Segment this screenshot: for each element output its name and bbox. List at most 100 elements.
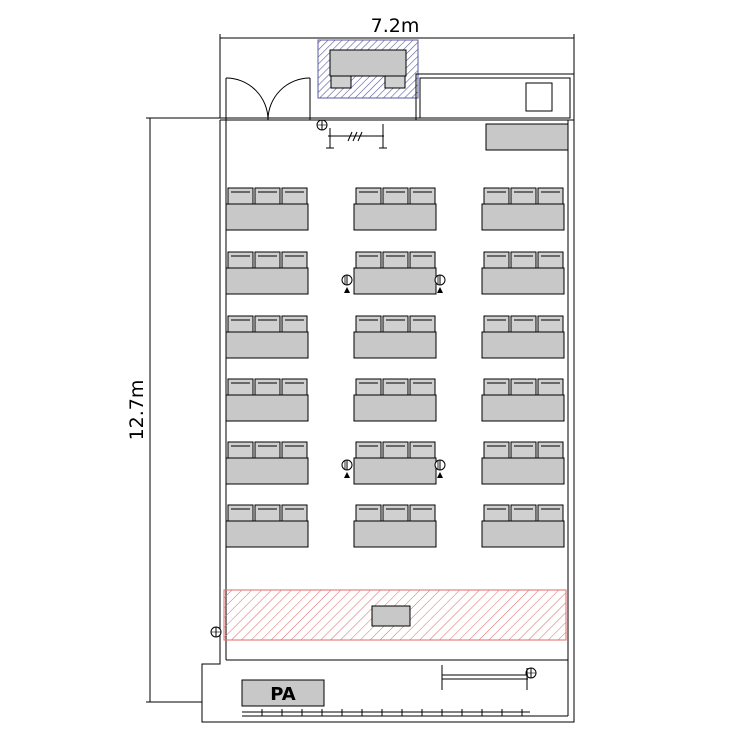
chair [355,441,382,459]
table-set [481,251,565,295]
chair [355,315,382,333]
table-set [481,378,565,422]
table-set [353,441,437,485]
table-set [225,441,309,485]
chair [510,315,537,333]
desk [481,457,565,485]
chair [281,251,308,269]
chair [254,251,281,269]
desk [225,457,309,485]
desk [481,267,565,295]
chair [483,378,510,396]
chair [254,315,281,333]
chair [510,441,537,459]
chair [281,315,308,333]
microphone-icon [434,459,446,478]
table-set [225,187,309,231]
chair [537,315,564,333]
chair [537,378,564,396]
chair [510,504,537,522]
chair [227,315,254,333]
outlet-icon [316,119,328,131]
chair [355,251,382,269]
table-set [353,251,437,295]
chair [409,504,436,522]
chair [227,504,254,522]
screen-stand [326,124,387,149]
chair [254,187,281,205]
table-set [225,504,309,548]
chair [382,378,409,396]
pa-label: PA [270,684,296,705]
stage-area [223,589,567,641]
chair [537,504,564,522]
microphone-icon [434,274,446,293]
table-set [353,378,437,422]
length-label: 12.7m [126,380,148,441]
chair [537,187,564,205]
chair [281,378,308,396]
chair [355,378,382,396]
chair [483,315,510,333]
table-set [353,187,437,231]
desk [353,520,437,548]
chair [382,187,409,205]
chair [510,251,537,269]
desk [481,394,565,422]
chair [254,441,281,459]
table-set [481,315,565,359]
chair [281,441,308,459]
desk [225,331,309,359]
dimension-length [146,117,222,703]
chair [227,251,254,269]
desk [225,520,309,548]
chair [409,378,436,396]
table-set [481,504,565,548]
chair [510,187,537,205]
table-set [225,378,309,422]
chair [227,441,254,459]
chair [254,378,281,396]
desk [225,267,309,295]
width-label: 7.2m [371,15,420,37]
side-counter [485,123,569,151]
desk [225,394,309,422]
chair [409,187,436,205]
window-strip [242,709,530,717]
chair [537,251,564,269]
chair [483,441,510,459]
chair [254,504,281,522]
microphone-icon [341,274,353,293]
seating-area [225,187,565,548]
chair [483,504,510,522]
dimension-width [219,34,575,118]
chair [409,315,436,333]
pa-booth: PA [241,679,325,707]
chair [355,187,382,205]
chair [281,187,308,205]
podium-area [317,39,419,99]
table-set [481,441,565,485]
chair [483,251,510,269]
rail-stand [441,665,528,690]
table-set [225,315,309,359]
chair [382,504,409,522]
desk [353,394,437,422]
desk [481,331,565,359]
storage-cabinet [415,73,575,121]
desk [353,203,437,231]
chair [227,187,254,205]
chair [537,441,564,459]
microphone-icon [341,459,353,478]
outlet-icon [525,667,537,679]
entrance-door [225,77,311,121]
desk [353,267,437,295]
desk [481,203,565,231]
desk [225,203,309,231]
chair [483,187,510,205]
chair [281,504,308,522]
chair [510,378,537,396]
outlet-icon [210,626,222,638]
desk [353,457,437,485]
